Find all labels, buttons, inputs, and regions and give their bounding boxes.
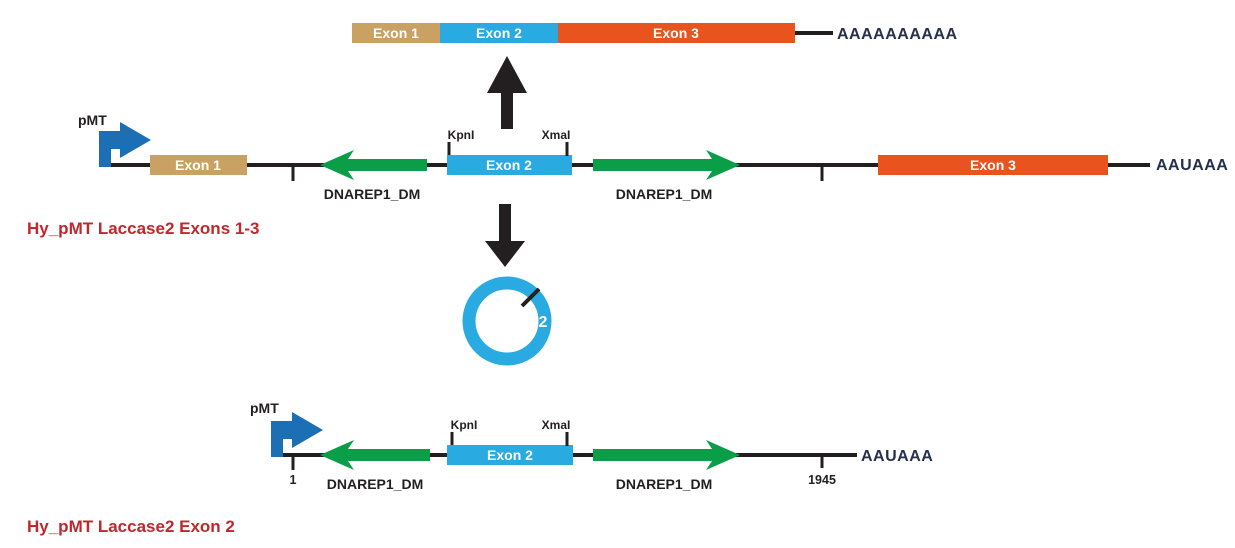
construct2-pmt-label: pMT — [250, 400, 279, 416]
construct2-dnarep1-left-label: DNAREP1_DM — [327, 476, 423, 492]
plasmid-ring — [462, 276, 552, 366]
construct2-dnarep1-left-arrow — [320, 440, 430, 470]
construct1-pmt-promoter-arrow — [99, 122, 151, 167]
construct1-dnarep1-left-arrow — [320, 150, 427, 180]
plasmid-cut-site-tick — [520, 287, 541, 308]
construct2-poly-a-signal-label: AAUAAA — [861, 448, 933, 465]
construct1-xmaI-site-label: XmaI — [542, 128, 571, 142]
mrna-poly-a-tail-label: AAAAAAAAAA — [837, 26, 958, 43]
construct1-dnarep1-right-label: DNAREP1_DM — [616, 186, 712, 202]
construct-exons-1-3: pMT Exon 1 DNAREP1_DM KpnI Exon 2 XmaI D… — [27, 112, 1228, 238]
construct-exon-2: pMT 1 DNAREP1_DM KpnI Exon 2 XmaI DNAREP… — [27, 400, 933, 536]
construct1-dnarep1-right-arrow — [593, 150, 740, 180]
construct1-exon2-label: Exon 2 — [486, 157, 532, 173]
construct2-end-coordinate: 1945 — [808, 473, 836, 487]
down-arrow-icon — [485, 204, 525, 267]
plasmid-circle: 2 — [462, 276, 552, 366]
construct1-exon1-box — [150, 155, 247, 175]
construct2-start-coordinate: 1 — [290, 473, 297, 487]
mrna-exon3-box — [558, 23, 795, 43]
construct2-name-label: Hy_pMT Laccase2 Exon 2 — [27, 517, 235, 536]
mrna-exon1-label: Exon 1 — [373, 25, 419, 41]
construct2-exon2-label: Exon 2 — [487, 447, 533, 463]
construct1-kpnI-site-label: KpnI — [448, 128, 475, 142]
construct1-poly-a-signal-label: AAUAAA — [1156, 157, 1228, 174]
construct2-dnarep1-right-label: DNAREP1_DM — [616, 476, 712, 492]
up-arrow-icon — [487, 56, 527, 129]
mrna-exon3-label: Exon 3 — [653, 25, 699, 41]
construct1-dnarep1-left-label: DNAREP1_DM — [324, 186, 420, 202]
construct2-pmt-promoter-arrow — [271, 412, 323, 457]
mrna-exon2-label: Exon 2 — [476, 25, 522, 41]
construct1-name-label: Hy_pMT Laccase2 Exons 1-3 — [27, 219, 259, 238]
plasmid-insert-number: 2 — [539, 314, 548, 331]
construct2-dnarep1-right-arrow — [593, 440, 740, 470]
construct2-exon2-box — [447, 445, 573, 465]
mrna-exon2-box — [440, 23, 558, 43]
mrna-exon1-box — [352, 23, 440, 43]
construct2-kpnI-site-label: KpnI — [451, 418, 478, 432]
construct1-pmt-label: pMT — [78, 112, 107, 128]
construct1-exon3-box — [878, 155, 1108, 175]
construct1-exon3-label: Exon 3 — [970, 157, 1016, 173]
spliced-mrna: Exon 1 Exon 2 Exon 3 AAAAAAAAAA — [352, 23, 958, 43]
construct2-xmaI-site-label: XmaI — [542, 418, 571, 432]
construct1-exon2-box — [447, 155, 572, 175]
construct1-exon1-label: Exon 1 — [175, 157, 221, 173]
